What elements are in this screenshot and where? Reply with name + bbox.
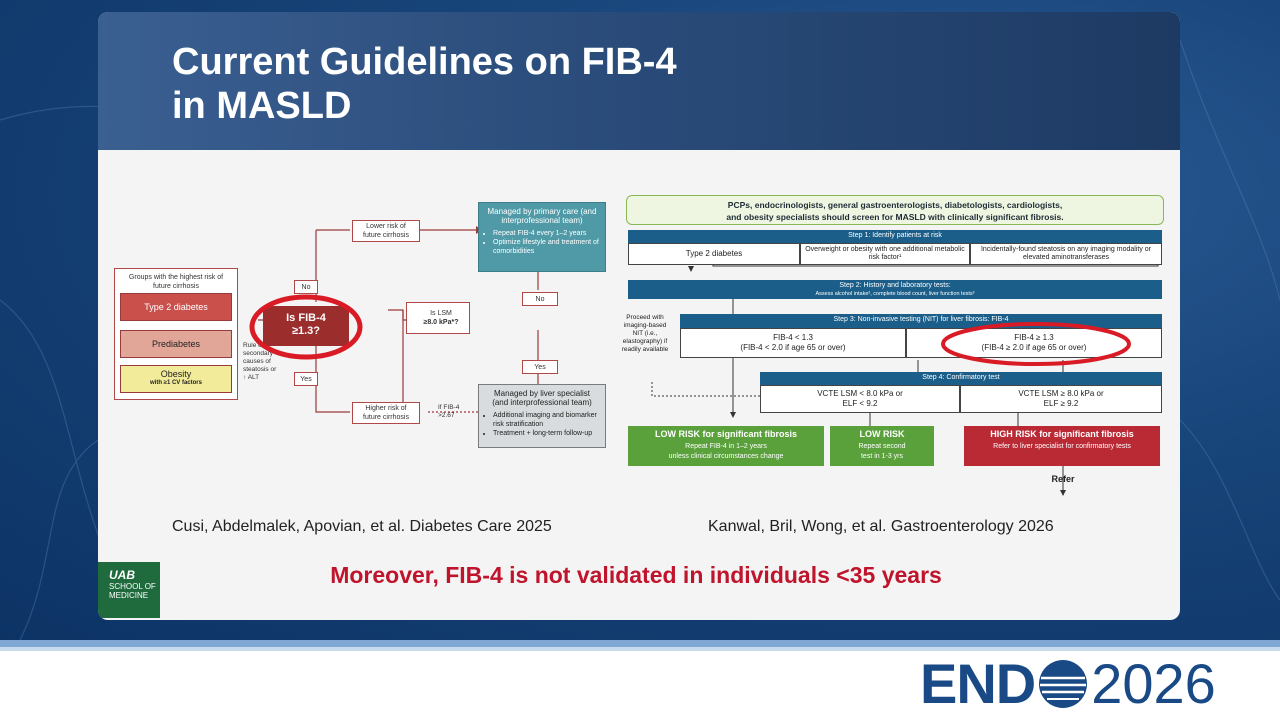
footer bbox=[0, 640, 1280, 720]
step4-vcte-high-line2: ELF ≥ 9.2 bbox=[1043, 399, 1079, 408]
yes-label: Yes bbox=[294, 372, 318, 386]
citation-left: Cusi, Abdelmalek, Apovian, et al. Diabet… bbox=[172, 518, 552, 535]
specialist-title: Managed by liver specialist (and interpr… bbox=[492, 389, 592, 407]
low-risk-result: LOW RISK for significant fibrosis Repeat… bbox=[628, 426, 824, 466]
endo-brand: END 2026 bbox=[920, 652, 1216, 716]
side-note: Proceed with imaging-based NIT (i.e., el… bbox=[621, 314, 669, 353]
step4-vcte-low: VCTE LSM < 8.0 kPa or ELF < 9.2 bbox=[760, 385, 960, 413]
slide-title-line1: Current Guidelines on FIB-4 bbox=[172, 41, 677, 83]
screen-banner-line2: and obesity specialists should screen fo… bbox=[726, 212, 1064, 222]
primary-care-bullet-2: Optimize lifestyle and treatment of como… bbox=[493, 238, 599, 256]
step4-vcte-high-line1: VCTE LSM ≥ 8.0 kPa or bbox=[1018, 389, 1104, 398]
screen-banner: PCPs, endocrinologists, general gastroen… bbox=[626, 195, 1164, 225]
fib4-decision-line2: ≥1.3? bbox=[291, 325, 321, 337]
uab-logo-line3: MEDICINE bbox=[109, 591, 149, 600]
step1-overweight: Overweight or obesity with one additiona… bbox=[800, 243, 970, 265]
specialist-bullet-1: Additional imaging and biomarker risk st… bbox=[493, 411, 599, 429]
step4-bar: Step 4: Confirmatory test bbox=[760, 372, 1162, 385]
primary-care-box: Managed by primary care (and interprofes… bbox=[478, 202, 606, 272]
higher-risk-box: Higher risk of future cirrhosis bbox=[352, 402, 420, 424]
low-risk-line1: Repeat FIB-4 in 1–2 years bbox=[685, 443, 767, 450]
group-prediabetes: Prediabetes bbox=[120, 330, 232, 358]
step2-title: Step 2: History and laboratory tests: bbox=[839, 282, 951, 289]
step3-fib4-low-line2: (FIB-4 < 2.0 if age 65 or over) bbox=[740, 343, 846, 352]
low-risk-second-line2: test in 1-3 yrs bbox=[860, 453, 903, 460]
globe-icon bbox=[1039, 660, 1088, 708]
low-risk-title: LOW RISK for significant fibrosis bbox=[654, 429, 797, 439]
lsm-question-box: Is LSM ≥8.0 kPa*? bbox=[406, 302, 470, 334]
step1-type2-diabetes: Type 2 diabetes bbox=[628, 243, 800, 265]
endo-brand-part1: END bbox=[920, 652, 1036, 715]
step3-fib4-high-line1: FIB-4 ≥ 1.3 bbox=[1014, 333, 1054, 342]
endo-brand-part2: 2026 bbox=[1091, 652, 1216, 715]
refer-label: Refer bbox=[1051, 474, 1075, 484]
step4-vcte-low-line2: ELF < 9.2 bbox=[842, 399, 878, 408]
slide-title-line2: in MASLD bbox=[172, 85, 352, 127]
uab-logo-line2: SCHOOL OF bbox=[109, 582, 156, 591]
step1-bar: Step 1: Identify patients at risk bbox=[628, 230, 1162, 243]
specialist-box: Managed by liver specialist (and interpr… bbox=[478, 384, 606, 448]
step3-fib4-low: FIB-4 < 1.3 (FIB-4 < 2.0 if age 65 or ov… bbox=[680, 328, 906, 358]
low-risk-line2: unless clinical circumstances change bbox=[668, 453, 784, 460]
group-type2-diabetes: Type 2 diabetes bbox=[120, 293, 232, 321]
left-flowchart: Groups with the highest risk of future c… bbox=[98, 150, 618, 510]
uab-logo: UAB SCHOOL OF MEDICINE bbox=[98, 562, 160, 618]
step3-fib4-high-line2: (FIB-4 ≥ 2.0 if age 65 or over) bbox=[981, 343, 1087, 352]
group-obesity: Obesity with ≥1 CV factors bbox=[120, 365, 232, 393]
no-label: No bbox=[294, 280, 318, 294]
low-risk-second-title: LOW RISK bbox=[859, 429, 905, 439]
uab-logo-line1: UAB bbox=[109, 568, 135, 582]
high-risk-title: HIGH RISK for significant fibrosis bbox=[990, 429, 1134, 439]
step4-vcte-low-line1: VCTE LSM < 8.0 kPa or bbox=[817, 389, 903, 398]
lsm-question-line2: ≥8.0 kPa*? bbox=[423, 319, 459, 326]
fib4-threshold-note: If FIB-4 >2.67 bbox=[438, 404, 460, 419]
low-risk-second-line1: Repeat second bbox=[858, 443, 906, 450]
slide-header bbox=[98, 12, 1180, 150]
rule-out-text: Rule out secondary causes of steatosis o… bbox=[243, 342, 277, 381]
step1-steatosis: Incidentally-found steatosis on any imag… bbox=[970, 243, 1162, 265]
step2-subtitle: Assess alcohol intake², complete blood c… bbox=[815, 291, 975, 297]
lsm-no-label: No bbox=[522, 292, 558, 306]
group-obesity-label: Obesity bbox=[160, 369, 192, 379]
slide: Current Guidelines on FIB-4 in MASLD bbox=[98, 12, 1180, 620]
fib4-high-highlight-circle bbox=[941, 322, 1131, 366]
right-flowchart: PCPs, endocrinologists, general gastroen… bbox=[618, 172, 1178, 512]
slide-title: Current Guidelines on FIB-4 in MASLD bbox=[172, 40, 872, 128]
low-risk-second-result: LOW RISK Repeat second test in 1-3 yrs bbox=[830, 426, 934, 466]
age-warning: Moreover, FIB-4 is not validated in indi… bbox=[330, 562, 942, 588]
primary-care-bullet-1: Repeat FIB-4 every 1–2 years bbox=[493, 229, 599, 238]
footer-stripe-primary bbox=[0, 640, 1280, 647]
lsm-question-line1: Is LSM bbox=[430, 310, 452, 317]
high-risk-line1: Refer to liver specialist for confirmato… bbox=[993, 443, 1131, 450]
fib4-decision: Is FIB-4 ≥1.3? bbox=[263, 306, 349, 346]
step2-bar: Step 2: History and laboratory tests: As… bbox=[628, 280, 1162, 299]
fib4-decision-line1: Is FIB-4 bbox=[286, 312, 326, 324]
footer-stripe-secondary bbox=[0, 647, 1280, 651]
groups-title: Groups with the highest risk of future c… bbox=[128, 274, 224, 290]
primary-care-title: Managed by primary care (and interprofes… bbox=[487, 207, 597, 225]
high-risk-result: HIGH RISK for significant fibrosis Refer… bbox=[964, 426, 1160, 466]
citation-right: Kanwal, Bril, Wong, et al. Gastroenterol… bbox=[708, 518, 1054, 535]
specialist-bullet-2: Treatment + long-term follow-up bbox=[493, 429, 599, 438]
lsm-yes-label: Yes bbox=[522, 360, 558, 374]
step4-vcte-high: VCTE LSM ≥ 8.0 kPa or ELF ≥ 9.2 bbox=[960, 385, 1162, 413]
screen-banner-line1: PCPs, endocrinologists, general gastroen… bbox=[727, 200, 1063, 210]
lower-risk-box: Lower risk of future cirrhosis bbox=[352, 220, 420, 242]
step3-fib4-low-line1: FIB-4 < 1.3 bbox=[773, 333, 813, 342]
group-obesity-sub: with ≥1 CV factors bbox=[150, 380, 202, 386]
fib4-highlight-circle bbox=[249, 294, 363, 360]
